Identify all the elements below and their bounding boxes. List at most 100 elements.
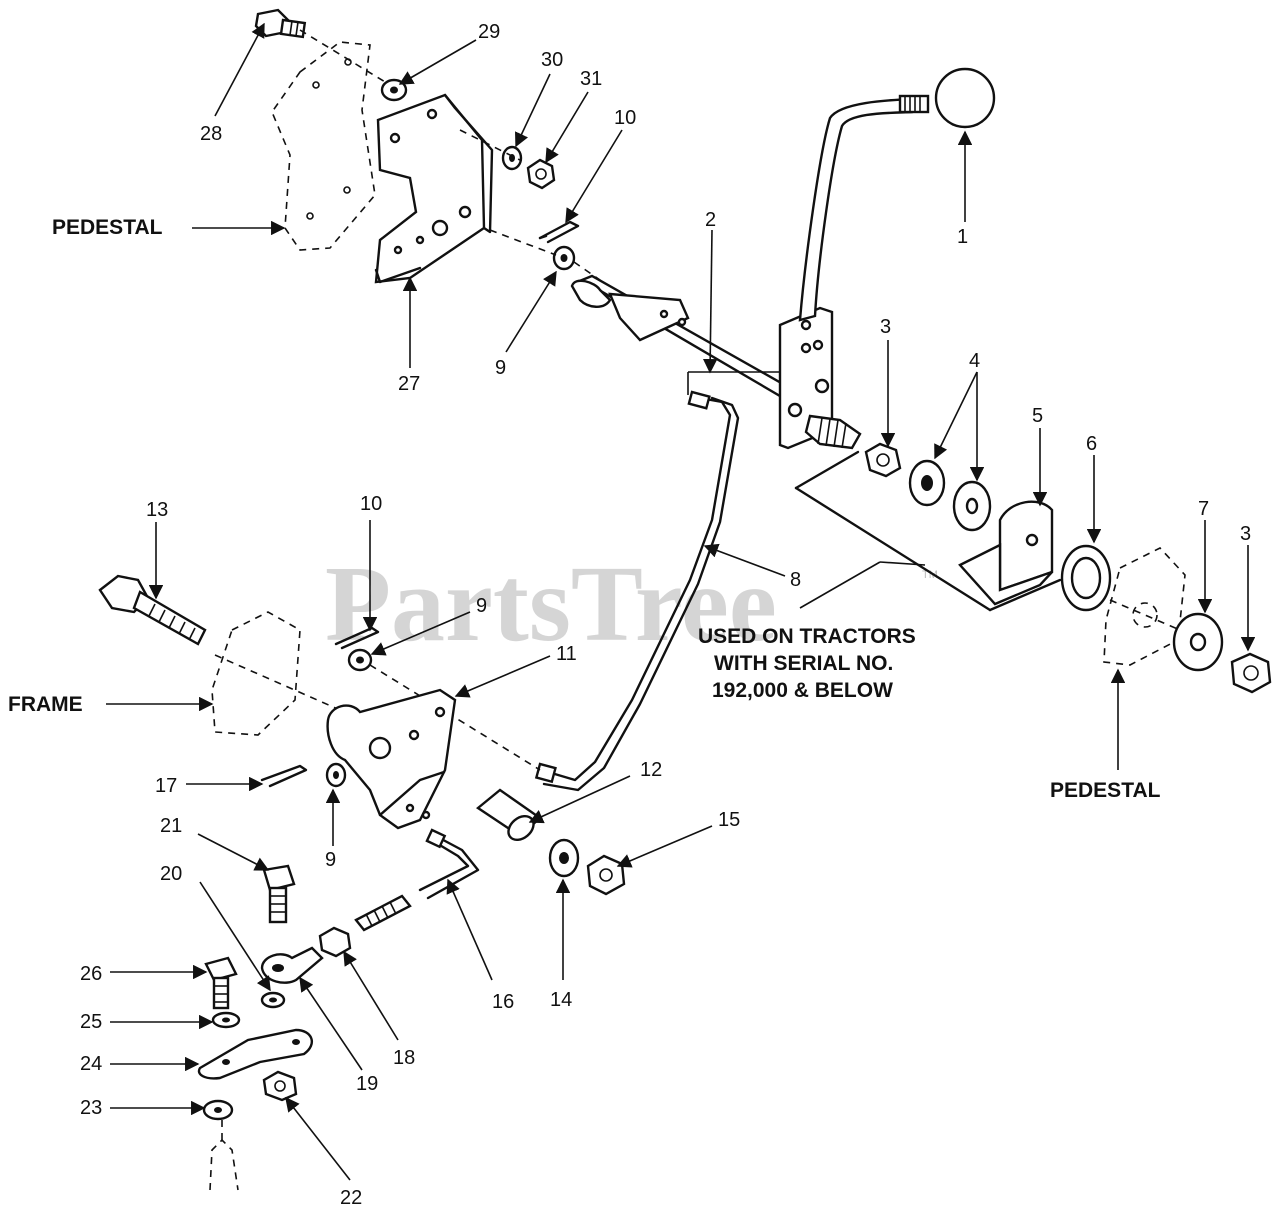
callout-leader-15 bbox=[616, 825, 713, 868]
note-outline bbox=[988, 578, 1062, 612]
pedestal-hole bbox=[1132, 602, 1158, 628]
pedestal-outline-top bbox=[271, 41, 376, 251]
callout-22: 22 bbox=[340, 1187, 362, 1209]
watermark-trademark: TM bbox=[922, 569, 938, 581]
callout-leader-19 bbox=[299, 976, 363, 1071]
callout-leader-12 bbox=[528, 775, 631, 824]
callout-4: 4 bbox=[969, 350, 980, 372]
callout-10a: 10 bbox=[614, 107, 636, 129]
callout-24: 24 bbox=[80, 1053, 102, 1075]
callout-leader-11 bbox=[454, 655, 551, 698]
callout-3a: 3 bbox=[880, 316, 891, 338]
callout-leader-10a bbox=[565, 129, 623, 224]
shift-knob-1 bbox=[934, 67, 996, 129]
threaded-rod-18 bbox=[318, 894, 412, 958]
callout-25: 25 bbox=[80, 1011, 102, 1033]
callout-7: 7 bbox=[1198, 498, 1209, 520]
nut-3-lower bbox=[1230, 652, 1272, 694]
callout-leader-9a bbox=[505, 270, 557, 353]
assembly-line bbox=[459, 129, 521, 161]
bolt-28 bbox=[254, 8, 307, 39]
callout-1: 1 bbox=[957, 226, 968, 248]
callout-9b: 9 bbox=[476, 595, 487, 617]
shaft-threaded-end bbox=[804, 414, 862, 450]
attachment-outline bbox=[209, 1138, 239, 1191]
callout-19: 19 bbox=[356, 1073, 378, 1095]
callout-leader-28 bbox=[214, 22, 265, 117]
callout-9a: 9 bbox=[495, 357, 506, 379]
callout-5: 5 bbox=[1032, 405, 1043, 427]
callout-13: 13 bbox=[146, 499, 168, 521]
nut-31 bbox=[526, 158, 556, 190]
pedestal-hole bbox=[306, 212, 314, 220]
callout-10b: 10 bbox=[360, 493, 382, 515]
washer-23 bbox=[202, 1099, 234, 1121]
callout-18: 18 bbox=[393, 1047, 415, 1069]
washer-9-lower bbox=[325, 762, 347, 788]
serial-note-line3: 192,000 & BELOW bbox=[712, 679, 893, 702]
note-outline bbox=[794, 486, 992, 612]
callout-26: 26 bbox=[80, 963, 102, 985]
callout-leader-16 bbox=[446, 878, 493, 981]
label-pedestal-top: PEDESTAL bbox=[52, 216, 163, 239]
washer-7 bbox=[1172, 612, 1224, 672]
callout-15: 15 bbox=[718, 809, 740, 831]
bracket-11 bbox=[326, 688, 457, 830]
label-pedestal-right: PEDESTAL bbox=[1050, 779, 1161, 802]
label-frame: FRAME bbox=[8, 693, 83, 716]
note-leader bbox=[799, 561, 881, 609]
callout-leader-18 bbox=[343, 950, 399, 1041]
washer-25 bbox=[211, 1011, 241, 1029]
washer-4a bbox=[908, 459, 946, 507]
callout-23: 23 bbox=[80, 1097, 102, 1119]
callout-14: 14 bbox=[550, 989, 572, 1011]
pedestal-hole bbox=[312, 81, 320, 89]
shift-shaft-2 bbox=[570, 274, 800, 398]
serial-note-line1: USED ON TRACTORS bbox=[698, 625, 916, 648]
callout-27: 27 bbox=[398, 373, 420, 395]
assembly-line bbox=[299, 29, 396, 89]
serial-note-line2: WITH SERIAL NO. bbox=[714, 652, 893, 675]
callout-31: 31 bbox=[580, 68, 602, 90]
washer-14 bbox=[548, 838, 580, 878]
pedestal-hole bbox=[343, 186, 351, 194]
lockwasher-30 bbox=[501, 145, 523, 171]
callout-2: 2 bbox=[705, 209, 716, 231]
callout-21: 21 bbox=[160, 815, 182, 837]
callout-leader-4a bbox=[934, 371, 978, 460]
callout-11: 11 bbox=[556, 643, 577, 665]
washer-6 bbox=[1060, 544, 1112, 612]
callout-28: 28 bbox=[200, 123, 222, 145]
bracket-5 bbox=[958, 500, 1054, 606]
callout-20: 20 bbox=[160, 863, 182, 885]
callout-16: 16 bbox=[492, 991, 514, 1013]
callout-9c: 9 bbox=[325, 849, 336, 871]
nut-15 bbox=[586, 854, 626, 896]
callout-3b: 3 bbox=[1240, 523, 1251, 545]
callout-8: 8 bbox=[790, 569, 801, 591]
shift-rod-8 bbox=[534, 390, 740, 792]
callout-17: 17 bbox=[155, 775, 177, 797]
callout-leader-9b bbox=[370, 611, 471, 656]
assembly-line bbox=[489, 229, 557, 256]
callout-leader-8 bbox=[703, 543, 786, 577]
note-leader bbox=[879, 561, 926, 566]
assembly-line bbox=[1109, 599, 1181, 631]
callout-leader-29 bbox=[398, 39, 477, 85]
note-outline bbox=[794, 450, 860, 490]
nut-22 bbox=[262, 1070, 298, 1102]
washer-29 bbox=[380, 78, 408, 102]
callout-leader-31 bbox=[545, 91, 589, 164]
callout-leader-21 bbox=[197, 833, 270, 871]
washer-9-middle bbox=[347, 648, 373, 672]
washer-9-top bbox=[552, 245, 576, 271]
cotter-pin-10-top bbox=[538, 220, 580, 244]
nut-3-upper bbox=[864, 442, 902, 478]
watermark: PartsTree bbox=[325, 545, 777, 664]
callout-29: 29 bbox=[478, 21, 500, 43]
callout-12: 12 bbox=[640, 759, 662, 781]
callout-30: 30 bbox=[541, 49, 563, 71]
callout-leader-2 bbox=[702, 229, 718, 374]
bolt-13 bbox=[98, 574, 207, 646]
